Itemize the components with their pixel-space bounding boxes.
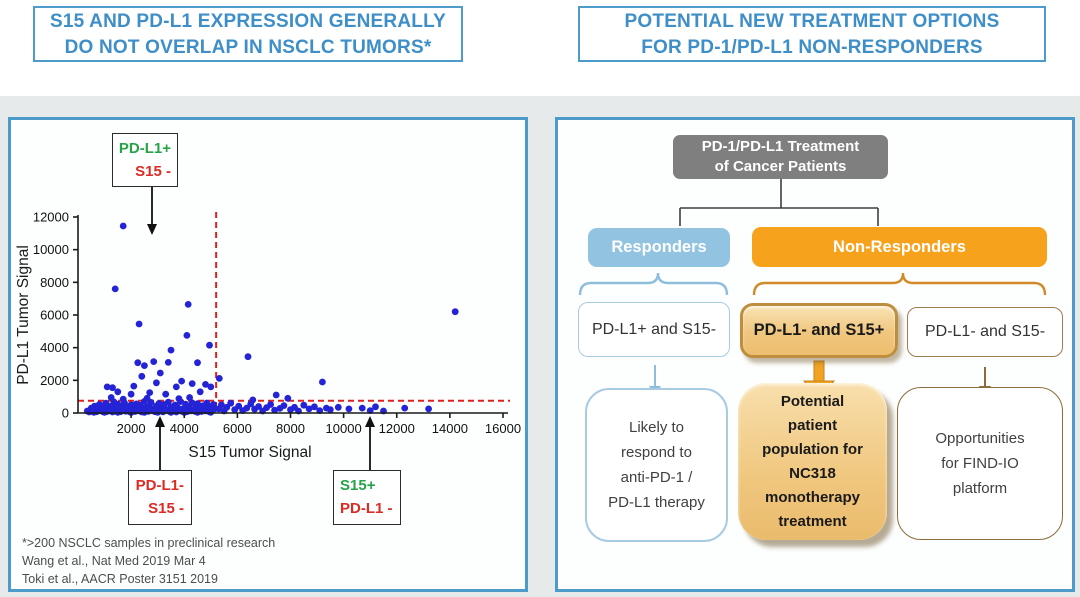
outcome-likely-respond: Likely to respond to anti-PD-1 / PD-L1 t… <box>585 388 728 542</box>
svg-text:12000: 12000 <box>33 210 69 225</box>
footnote-line: Wang et al., Nat Med 2019 Mar 4 <box>22 554 206 568</box>
group-pdl1neg-s15neg: PD-L1- and S15- <box>907 307 1063 357</box>
tree-connector-lines <box>679 179 879 226</box>
svg-text:14000: 14000 <box>432 421 468 436</box>
x-axis-label: S15 Tumor Signal <box>188 444 311 461</box>
svg-text:10000: 10000 <box>326 421 362 436</box>
annotation-line-red: S15 - <box>135 163 171 180</box>
svg-text:16000: 16000 <box>485 421 521 436</box>
root-node-treatment: PD-1/PD-L1 Treatment of Cancer Patients <box>673 135 888 179</box>
scatter-panel: 2000 4000 6000 8000 10000 12000 14000 16000 0 20… <box>8 117 528 592</box>
svg-text:6000: 6000 <box>223 421 252 436</box>
non-responders-brace <box>752 272 1047 296</box>
responders-brace <box>578 272 729 296</box>
threshold-lines <box>78 212 510 411</box>
annotation-line-red: PD-L1- <box>135 477 184 494</box>
scatter-points <box>83 222 459 416</box>
outcome-find-io: Opportunities for FIND-IO platform <box>897 387 1063 540</box>
y-axis-label: PD-L1 Tumor Signal <box>15 245 32 385</box>
annotation-pdl1neg-s15neg: PD-L1- S15 - <box>128 470 192 525</box>
responders-node: Responders <box>588 228 730 267</box>
right-panel-title: POTENTIAL NEW TREATMENT OPTIONS FOR PD-1… <box>578 6 1046 62</box>
y-axis-ticks: 0 2000 4000 6000 8000 10000 12000 <box>33 210 78 421</box>
annotation-line-red: PD-L1 - <box>340 500 393 517</box>
svg-text:8000: 8000 <box>40 275 69 290</box>
svg-text:10000: 10000 <box>33 242 69 257</box>
svg-text:4000: 4000 <box>40 340 69 355</box>
annotation-line-green: S15+ <box>340 477 376 494</box>
x-axis-ticks: 2000 4000 6000 8000 10000 12000 14000 16000 <box>117 413 521 436</box>
group-pdl1pos-s15neg: PD-L1+ and S15- <box>578 302 730 357</box>
annotation-arrows <box>147 187 375 470</box>
svg-text:12000: 12000 <box>379 421 415 436</box>
svg-text:8000: 8000 <box>276 421 305 436</box>
footnotes: *>200 NSCLC samples in preclinical resea… <box>22 534 275 588</box>
non-responders-node: Non-Responders <box>752 227 1047 267</box>
annotation-s15pos-pdl1neg: S15+ PD-L1 - <box>333 470 401 525</box>
svg-text:0: 0 <box>62 406 69 421</box>
group-pdl1neg-s15pos-highlight: PD-L1- and S15+ <box>740 303 898 358</box>
annotation-line-red: S15 - <box>148 500 184 517</box>
footnote-line: *>200 NSCLC samples in preclinical resea… <box>22 536 276 550</box>
svg-text:6000: 6000 <box>40 308 69 323</box>
scatter-chart: 2000 4000 6000 8000 10000 12000 14000 16000 0 20… <box>15 187 521 470</box>
outcome-nc318-monotherapy: Potential patient population for NC318 m… <box>738 383 887 540</box>
annotation-pdl1pos-s15neg: PD-L1+ S15 - <box>112 133 178 187</box>
svg-text:2000: 2000 <box>40 373 69 388</box>
svg-text:2000: 2000 <box>117 421 146 436</box>
annotation-line-green: PD-L1+ <box>118 140 171 157</box>
left-panel-title: S15 AND PD-L1 EXPRESSION GENERALLY DO NO… <box>33 6 463 62</box>
flowchart-panel: PD-1/PD-L1 Treatment of Cancer Patients … <box>555 117 1075 592</box>
footnote-line: Toki et al., AACR Poster 3151 2019 <box>22 572 218 586</box>
svg-text:4000: 4000 <box>170 421 199 436</box>
